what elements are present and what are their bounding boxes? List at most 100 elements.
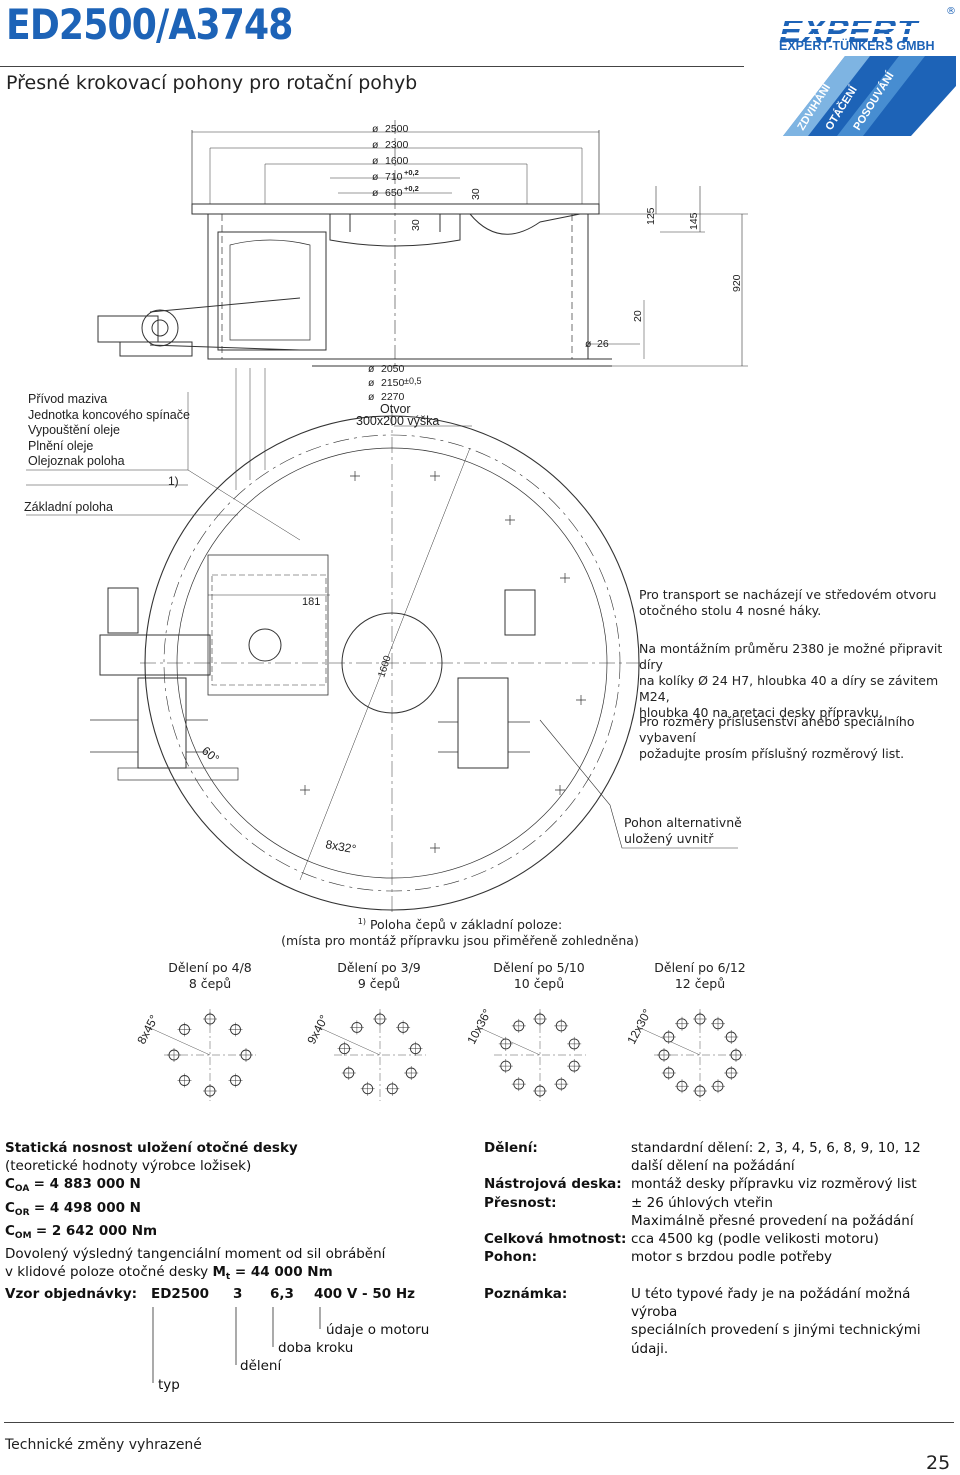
order-code-steptime: 6,3 (270, 1286, 294, 1302)
spec-accuracy: ± 26 úhlových vteřin (631, 1194, 773, 1211)
order-code-motor: 400 V - 50 Hz (314, 1286, 415, 1302)
diam-symbol-2500: ø (372, 123, 379, 135)
diam-2150: 2150 (381, 377, 405, 389)
label-base-position: Základní poloha (24, 500, 113, 514)
diam-650: 650 (385, 187, 403, 199)
footer-rule (4, 1422, 954, 1423)
dim-181: 181 (302, 596, 320, 608)
pin-diagrams: 8x45° 9x40° 10x36° 12x30° (134, 1007, 746, 1101)
tol-650: +0,2 (404, 184, 419, 193)
spec-c-or: COR = 4 498 000 N (5, 1199, 141, 1218)
dim-145: 145 (688, 212, 700, 230)
dim-1600-top: 1600 (376, 654, 393, 679)
dim-30-inner: 30 (410, 219, 422, 231)
note-marker: 1) (168, 474, 179, 488)
pin-diagram-8: 8x45° (134, 1009, 256, 1101)
spec-label-division: Dělení: (484, 1140, 538, 1156)
pin-angle-label: 12x30° (624, 1007, 654, 1047)
dim-125: 125 (645, 207, 657, 225)
model-title: ED2500/A3748 (6, 0, 293, 49)
spec-labels: Dělení: Nástrojová deska: Přesnost: Celk… (484, 1139, 626, 1266)
order-note-label: Poznámka: (484, 1286, 568, 1302)
page-number: 25 (926, 1452, 951, 1474)
order-note: U této typové řady je na požádání možná … (631, 1286, 921, 1357)
diam-symbol-2050: ø (368, 363, 375, 375)
logo-registered: ® (946, 6, 956, 17)
pin-angle-label: 10x36° (464, 1007, 494, 1047)
pin-group-8: Dělení po 4/8 8 čepů (168, 960, 252, 991)
spec-c-oa: COA = 4 883 000 N (5, 1176, 141, 1195)
spec-label-tool-plate: Nástrojová deska: (484, 1176, 622, 1193)
diam-2500: 2500 (385, 123, 409, 135)
side-view (97, 120, 748, 490)
spec-load-title: Statická nosnost uložení otočné desky (5, 1140, 298, 1156)
diam-symbol-650: ø (372, 187, 379, 199)
spec-load-subtitle: (teoretické hodnoty výrobce ložisek) (5, 1158, 252, 1175)
order-legend-type: typ (158, 1377, 180, 1393)
pin-angle-label: 9x40° (304, 1012, 331, 1046)
diam-symbol-2270: ø (368, 391, 375, 403)
pin-group-12: Dělení po 6/12 12 čepů (654, 960, 746, 991)
page-subtitle: Přesné krokovací pohony pro rotační pohy… (6, 72, 418, 94)
diam-symbol-710: ø (372, 171, 379, 183)
note-mounting: Na montážním průměru 2380 je možné připr… (639, 641, 943, 720)
spec-load: Statická nosnost uložení otočné desky (t… (5, 1139, 475, 1286)
pin-diagram-10: 10x36° (464, 1007, 586, 1101)
expert-logo: EXPERT ® EXPERT-TÜNKERS GMBH ZDVIHÁNÍ OT… (776, 6, 956, 136)
opening-size: 300x200 výška (356, 414, 439, 428)
order-legend-steptime: doba kroku (278, 1340, 354, 1356)
diam-symbol-2150: ø (368, 377, 375, 389)
diam-2050: 2050 (381, 363, 405, 375)
tol-710: +0,2 (404, 168, 419, 177)
order-code-type: ED2500 (151, 1286, 210, 1302)
pin-diagram-12: 12x30° (624, 1007, 746, 1101)
pin-group-10: Dělení po 5/10 10 čepů (493, 960, 585, 991)
pin-group-9: Dělení po 3/9 9 čepů (337, 960, 421, 991)
order-legend-motor: údaje o motoru (326, 1322, 430, 1338)
spec-values: standardní dělení: 2, 3, 4, 5, 6, 8, 9, … (631, 1139, 921, 1266)
diam-2270: 2270 (381, 391, 405, 403)
pin-angle-label: 8x45° (134, 1012, 161, 1046)
spec-c-om: COM = 2 642 000 Nm (5, 1222, 158, 1241)
spec-accuracy-max: Maximálně přesné provedení na požádání (631, 1212, 914, 1229)
note-transport: Pro transport se nacházejí ve středovém … (639, 587, 937, 618)
dim-920: 920 (731, 274, 743, 292)
order-legend-division: dělení (240, 1358, 282, 1374)
footer-text: Technické změny vyhrazené (5, 1437, 202, 1453)
diam-2300: 2300 (385, 139, 409, 151)
label-lube-supply: Přívod maziva (28, 392, 108, 406)
logo-company: EXPERT-TÜNKERS GMBH (779, 38, 935, 53)
diam-710: 710 (385, 171, 403, 183)
angle-8x32: 8x32° (324, 837, 357, 856)
order-label: Vzor objednávky: (5, 1286, 138, 1302)
spec-label-weight: Celková hmotnost: (484, 1231, 627, 1248)
spec-moment-line1: Dovolený výsledný tangenciální moment od… (5, 1246, 386, 1263)
order-leaders (152, 1307, 321, 1383)
side-labels: Přívod maziva Jednotka koncového spínače… (28, 392, 190, 470)
dim-26: 26 (597, 338, 609, 350)
diam-symbol-2300: ø (372, 139, 379, 151)
label-oil-level: Olejoznak poloha (28, 454, 125, 468)
spec-division-std: standardní dělení: 2, 3, 4, 5, 6, 8, 9, … (631, 1140, 921, 1156)
label-oil-fill: Plnění oleje (28, 438, 94, 453)
diam-symbol-26: ø (585, 338, 592, 350)
spec-drive: motor s brzdou podle potřeby (631, 1249, 832, 1266)
spec-label-accuracy: Přesnost: (484, 1194, 557, 1211)
note-alt-drive: Pohon alternativně uložený uvnitř (624, 815, 742, 846)
spec-label-drive: Pohon: (484, 1249, 538, 1266)
label-limit-switch: Jednotka koncového spínače (28, 407, 190, 422)
label-oil-drain: Vypouštění oleje (28, 423, 120, 437)
tol-2150: ±0,5 (404, 376, 421, 386)
spec-weight: cca 4500 kg (podle velikosti motoru) (631, 1231, 879, 1248)
spec-moment-line2: v klidové poloze otočné desky Mt = 44 00… (5, 1264, 333, 1283)
note-accessories: Pro rozměry příslušenství anebo speciáln… (639, 714, 915, 761)
dim-20: 20 (632, 310, 644, 322)
dim-30-top: 30 (470, 188, 482, 200)
spec-division-other: další dělení na požádání (631, 1158, 795, 1175)
header-rule (0, 66, 744, 67)
diam-1600: 1600 (385, 155, 409, 167)
pin-diagram-9: 9x40° (304, 1009, 426, 1101)
pins-caption: 1) Poloha čepů v základní poloze: (místa… (281, 917, 639, 949)
diam-symbol-1600: ø (372, 155, 379, 167)
angle-60: 60° (199, 744, 222, 767)
